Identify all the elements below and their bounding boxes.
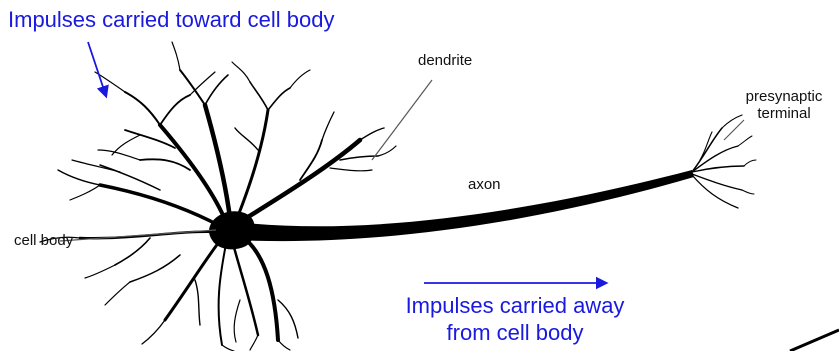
edge-line [790,330,839,351]
impulses-away-line1: Impulses carried away [380,292,650,319]
impulses-away-label: Impulses carried away from cell body [380,292,650,346]
arrow-toward-icon [88,42,106,96]
axon-label: axon [468,176,501,193]
presynaptic-branches [692,115,756,208]
presynaptic-terminal-label: presynaptic terminal [734,88,834,122]
dendrite-leader-line [372,80,432,160]
presynaptic-line1: presynaptic [734,88,834,105]
impulses-toward-label: Impulses carried toward cell body [8,6,334,33]
dendrites [40,42,396,351]
presynaptic-line2: terminal [734,105,834,122]
cell-body-label: cell body [14,232,73,249]
impulses-away-line2: from cell body [380,319,650,346]
dendrite-label: dendrite [418,52,472,69]
cell-body-leader-line [60,230,216,241]
